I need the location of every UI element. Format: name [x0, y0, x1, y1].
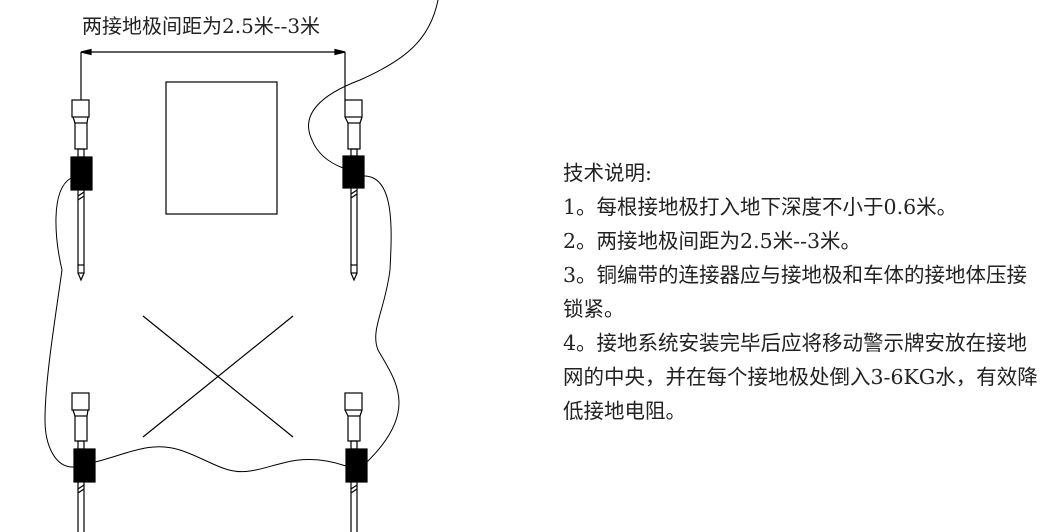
electrode-bottom-right [344, 392, 368, 532]
note-line: 3。铜编带的连接器应与接地极和车体的接地体压接 [563, 263, 1028, 287]
copper-braid-wires [44, 0, 439, 473]
electrode-top-right [342, 99, 365, 282]
vehicle-outline [165, 81, 278, 215]
note-line: 1。每根接地极打入地下深度不小于0.6米。 [563, 195, 958, 219]
note-line: 4。接地系统安装完毕后应将移动警示牌安放在接地 [563, 331, 1028, 355]
note-line: 网的中央，并在每个接地极处倒入3-6KG水，有效降 [563, 365, 1038, 389]
technical-notes: 技术说明: 1。每根接地极打入地下深度不小于0.6米。 2。两接地极间距为2.5… [563, 156, 1063, 428]
electrode-bottom-left [71, 392, 96, 532]
electrode-top-left [70, 99, 93, 282]
dimension-line [80, 48, 346, 100]
dimension-label: 两接地极间距为2.5米--3米 [82, 14, 321, 38]
notes-title: 技术说明: [563, 161, 652, 185]
warning-sign-mark [142, 315, 294, 438]
note-line: 锁紧。 [563, 297, 625, 321]
note-line: 2。两接地极间距为2.5米--3米。 [563, 229, 862, 253]
note-line: 低接地电阻。 [563, 399, 686, 423]
